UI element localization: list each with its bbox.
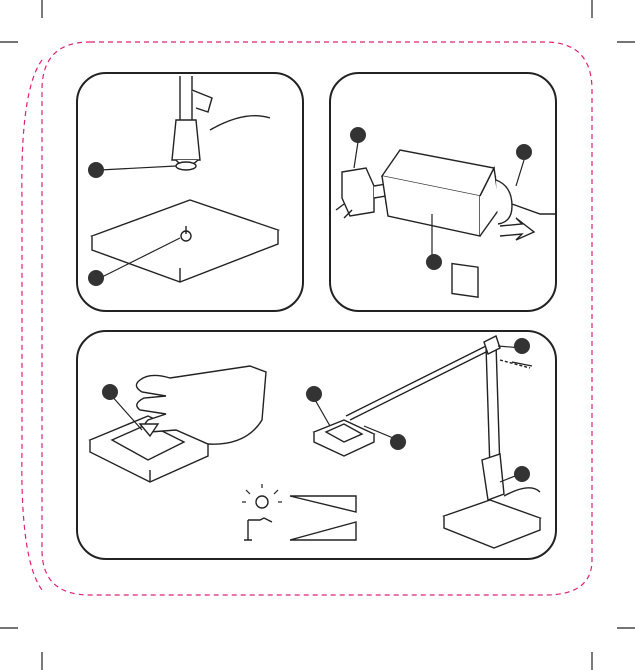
sun-icon <box>256 496 268 508</box>
lamp-small-icon <box>244 518 272 540</box>
step-marker <box>102 384 118 400</box>
step-marker <box>390 434 406 450</box>
step-marker <box>514 338 530 354</box>
step-marker <box>514 466 530 482</box>
lamp-arm-icon <box>346 346 486 416</box>
brightness-wedge-icon <box>290 496 356 512</box>
step-marker <box>306 386 322 402</box>
